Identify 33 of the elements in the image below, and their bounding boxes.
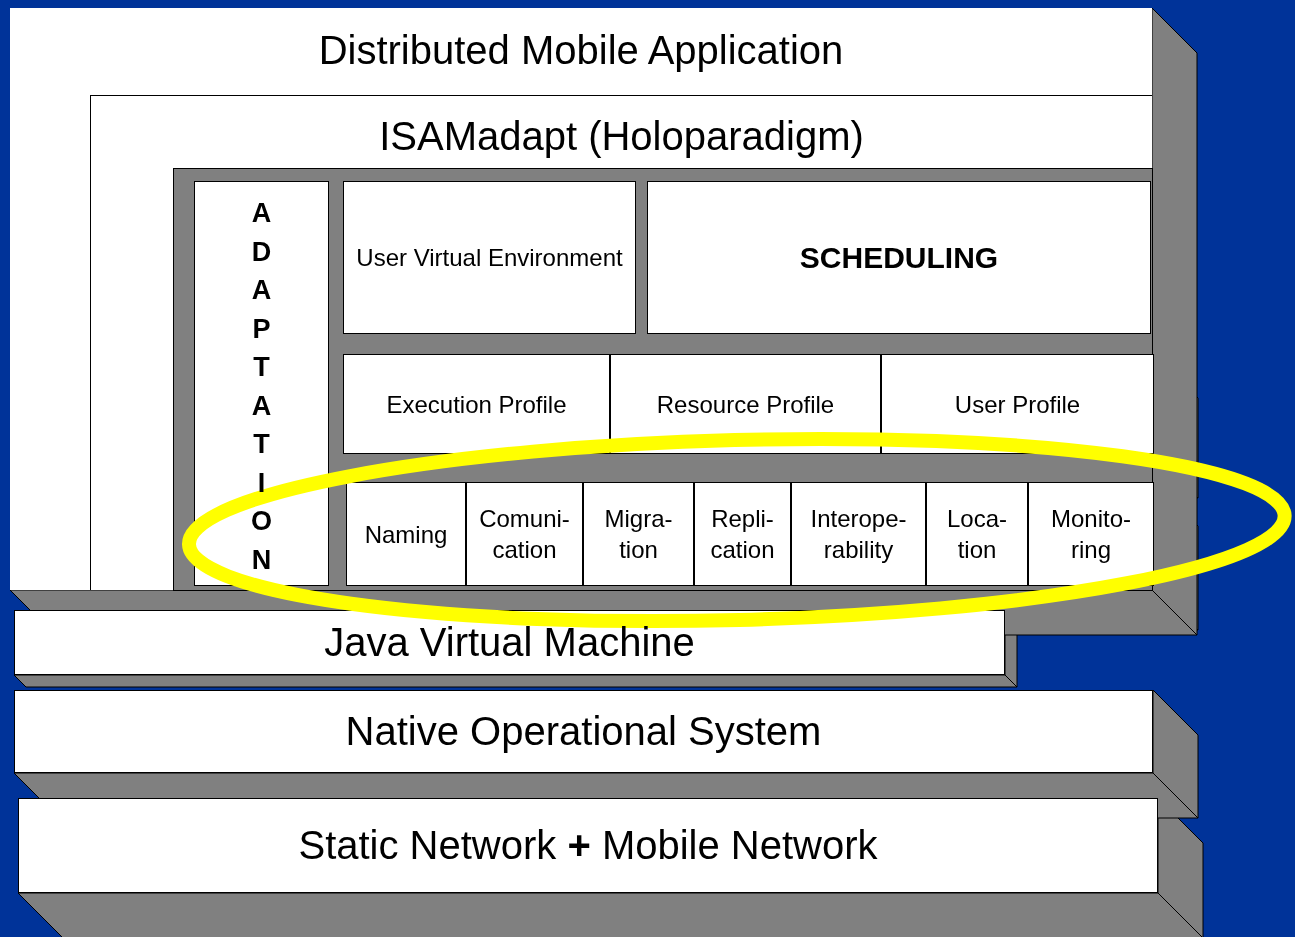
module-label: Loca-tion bbox=[945, 504, 1008, 565]
module-box bbox=[343, 181, 636, 334]
layer-label: Static Network + Mobile Network bbox=[298, 823, 878, 868]
layer-label: Native Operational System bbox=[345, 709, 822, 754]
module-box bbox=[694, 482, 791, 586]
layer-box bbox=[14, 690, 1153, 773]
module-label: SCHEDULING bbox=[799, 240, 999, 275]
module-label: Migra-tion bbox=[603, 504, 674, 565]
module-box bbox=[926, 482, 1028, 586]
module-box bbox=[466, 482, 583, 586]
module-label: Repli-cation bbox=[709, 504, 776, 565]
module-box bbox=[1028, 482, 1154, 586]
layer-label: Distributed Mobile Application bbox=[318, 27, 844, 74]
module-label: Monito-ring bbox=[1050, 504, 1132, 565]
layer-box bbox=[90, 95, 1152, 590]
module-label: Interope-rability bbox=[809, 504, 908, 565]
module-box bbox=[647, 181, 1151, 334]
module-label: Comuni-cation bbox=[478, 504, 571, 565]
module-box bbox=[194, 181, 329, 586]
layer-label: Java Virtual Machine bbox=[324, 620, 695, 665]
module-box bbox=[583, 482, 694, 586]
module-label: Resource Profile bbox=[655, 389, 836, 420]
module-box bbox=[343, 354, 610, 454]
module-label: Naming bbox=[363, 519, 449, 550]
layer-label: ISAMadapt (Holoparadigm) bbox=[379, 113, 864, 160]
module-box bbox=[346, 482, 466, 586]
layer-box bbox=[10, 8, 1152, 590]
module-label: User Virtual Environment bbox=[355, 243, 624, 273]
module-label: Execution Profile bbox=[385, 389, 568, 420]
vertical-label: ADAPTATION bbox=[250, 197, 273, 577]
layer-box bbox=[18, 798, 1158, 893]
module-box bbox=[791, 482, 926, 586]
module-label: User Profile bbox=[953, 389, 1082, 420]
